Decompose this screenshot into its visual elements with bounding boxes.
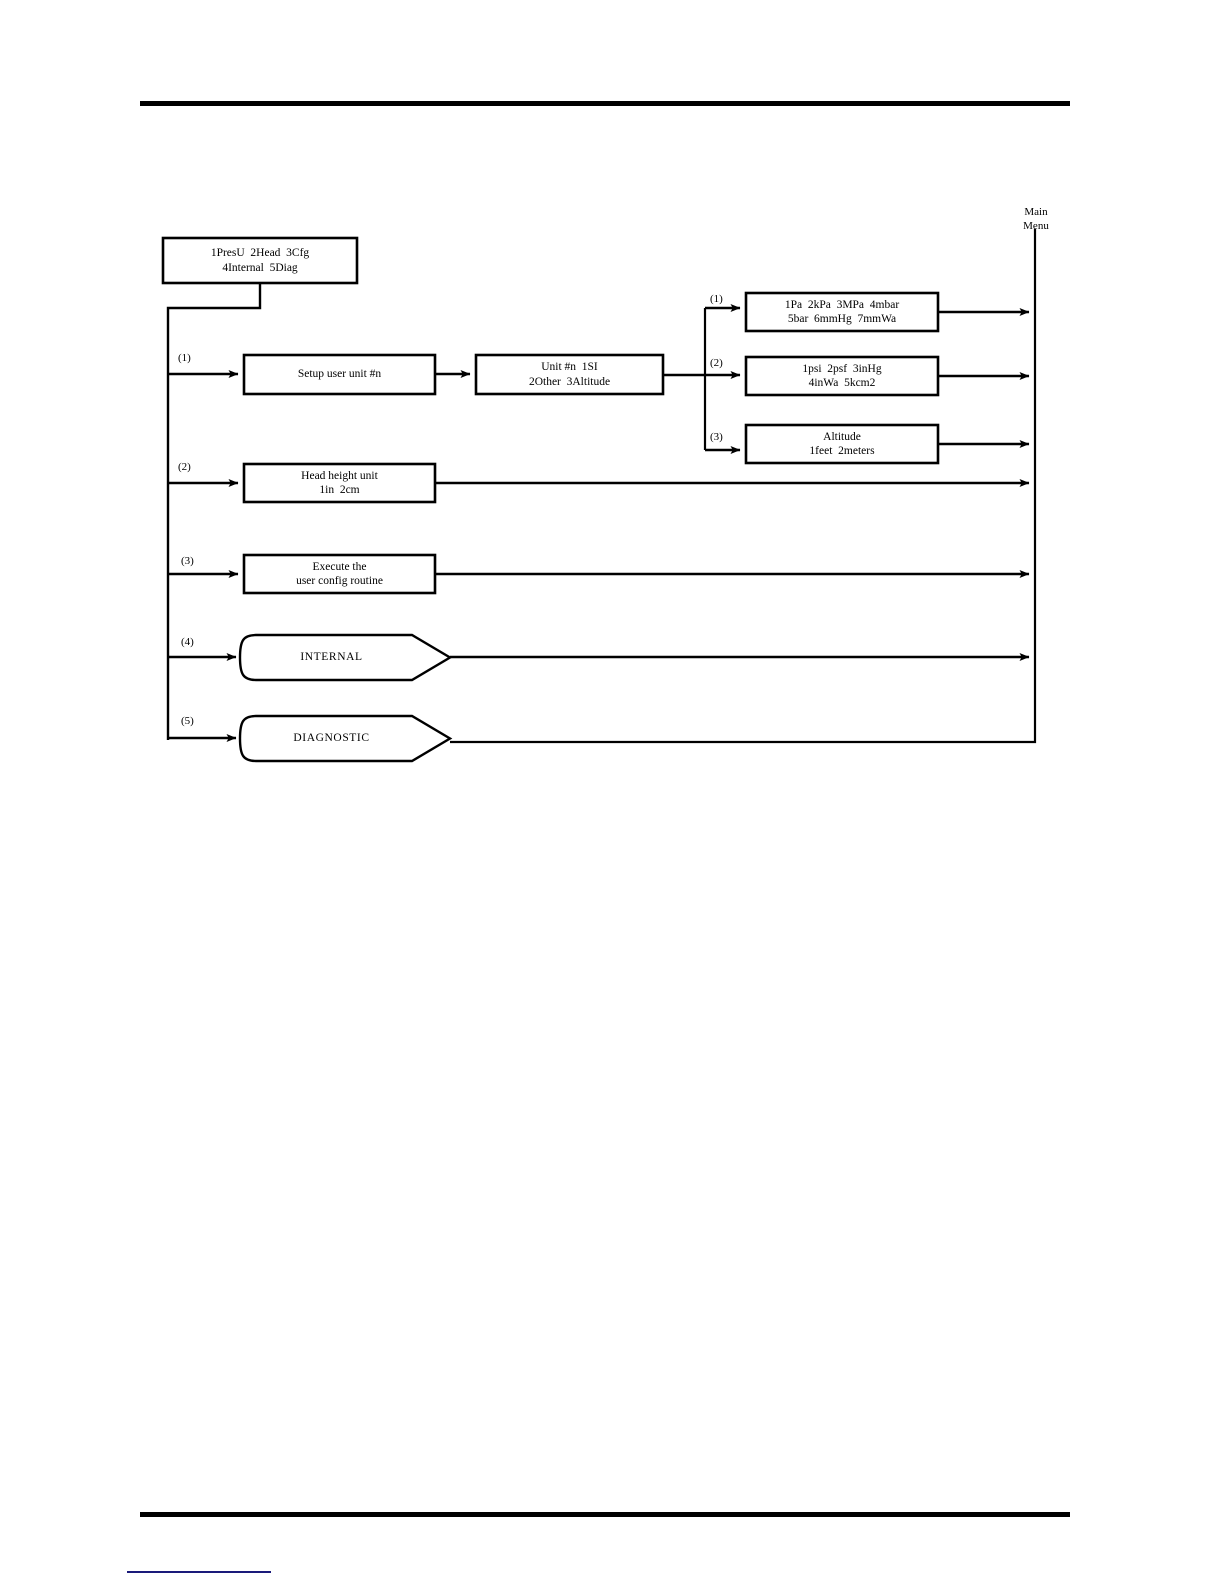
node-diagnostic-line-1: DIAGNOSTIC xyxy=(293,732,370,745)
node-si-units[interactable]: 1Pa 2kPa 3MPa 4mbar 5bar 6mmHg 7mmWa xyxy=(746,293,938,331)
branch-label-left-4: (4) xyxy=(181,636,194,648)
main-menu-label-line2: Menu xyxy=(1023,219,1049,232)
node-root-menu-line-2: 4Internal 5Diag xyxy=(222,261,298,274)
node-other-units[interactable]: 1psi 2psf 3inHg 4inWa 5kcm2 xyxy=(746,357,938,395)
node-other-units-line-2: 4inWa 5kcm2 xyxy=(808,377,876,389)
node-unit-select-line-2: 2Other 3Altitude xyxy=(528,375,611,388)
node-execute-user-config-line-1: Execute the xyxy=(312,560,367,573)
footer-accent-rule xyxy=(127,1571,271,1573)
root-branch-spine xyxy=(166,283,262,740)
branch-label-right-2: (2) xyxy=(710,357,723,369)
node-altitude-units[interactable]: Altitude 1feet 2meters xyxy=(746,425,938,463)
node-head-height-unit[interactable]: Head height unit 1in 2cm xyxy=(244,464,435,502)
node-internal-shape xyxy=(238,633,453,682)
node-si-units-line-2: 5bar 6mmHg 7mmWa xyxy=(787,313,897,325)
node-altitude-units-line-2: 1feet 2meters xyxy=(809,445,875,457)
main-menu-return-spine xyxy=(450,229,1037,744)
node-internal-line-1: INTERNAL xyxy=(300,651,363,664)
footer-rule xyxy=(140,1512,1070,1517)
node-root-menu-line-1: 1PresU 2Head 3Cfg xyxy=(210,247,310,260)
branch-label-left-1: (1) xyxy=(178,352,191,364)
node-setup-user-unit-line-1: Setup user unit #n xyxy=(297,368,382,381)
branch-label-right-1: (1) xyxy=(710,293,723,305)
node-unit-select[interactable]: Unit #n 1SI 2Other 3Altitude xyxy=(476,355,663,394)
node-internal[interactable]: INTERNAL xyxy=(244,635,419,680)
node-diagnostic-shape xyxy=(238,714,453,763)
node-root-menu[interactable]: 1PresU 2Head 3Cfg 4Internal 5Diag xyxy=(163,238,357,283)
node-execute-user-config-line-2: user config routine xyxy=(296,575,383,587)
branch-label-left-3: (3) xyxy=(181,555,194,567)
node-setup-user-unit[interactable]: Setup user unit #n xyxy=(244,355,435,394)
node-execute-user-config[interactable]: Execute the user config routine xyxy=(244,555,435,593)
branch-label-left-5: (5) xyxy=(181,715,194,727)
main-menu-label-line1: Main xyxy=(1024,206,1048,218)
node-altitude-units-line-1: Altitude xyxy=(823,430,861,443)
node-unit-select-line-1: Unit #n 1SI xyxy=(541,361,598,374)
node-head-height-unit-line-2: 1in 2cm xyxy=(319,484,360,496)
main-menu-label: Main Menu xyxy=(1008,206,1064,234)
node-other-units-line-1: 1psi 2psf 3inHg xyxy=(802,362,882,375)
node-si-units-line-1: 1Pa 2kPa 3MPa 4mbar xyxy=(784,298,900,311)
node-head-height-unit-line-1: Head height unit xyxy=(301,469,378,482)
header-rule xyxy=(140,101,1070,106)
branch-label-left-2: (2) xyxy=(178,461,191,473)
node-diagnostic[interactable]: DIAGNOSTIC xyxy=(244,716,419,761)
branch-label-right-3: (3) xyxy=(710,431,723,443)
